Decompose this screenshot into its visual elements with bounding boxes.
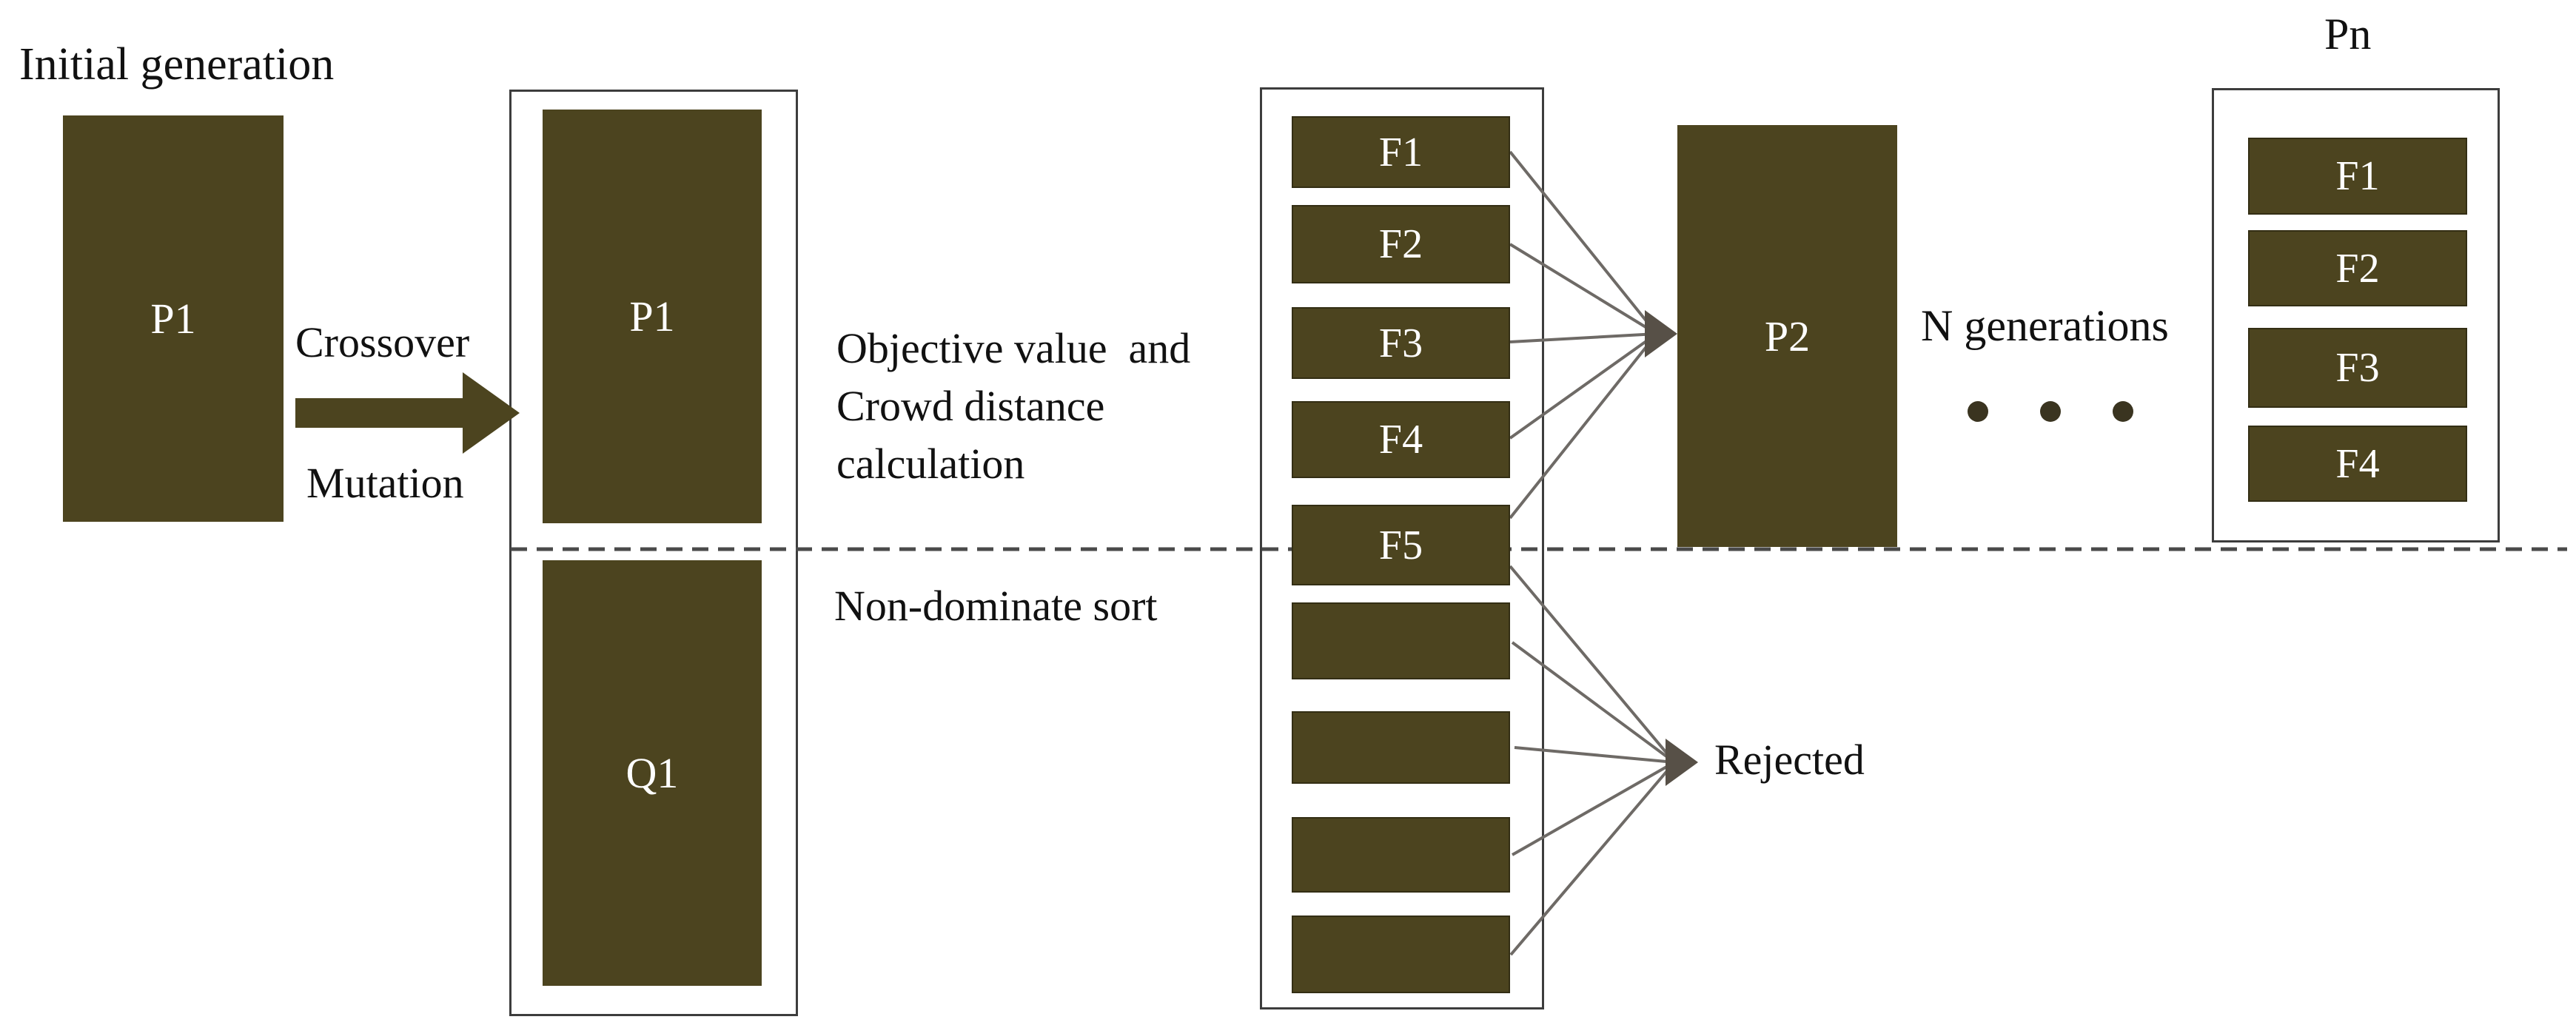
selection-fan-line-f5 [1509, 332, 1658, 520]
rejection-fan-line-1 [1509, 565, 1676, 764]
pn-front-box-label: F3 [2335, 345, 2380, 391]
rejected-arrowhead [1666, 739, 1698, 786]
ellipsis-dot [1968, 401, 1988, 422]
n-generations-label: N generations [1921, 301, 2169, 350]
pn-front-box-label: F4 [2335, 440, 2380, 487]
crossover-mutation-arrow [295, 372, 520, 454]
pn-front-box-f1: F1 [2248, 138, 2467, 215]
rejection-fan-line-4 [1512, 761, 1675, 856]
rejection-fan-line-5 [1509, 761, 1676, 956]
sort-annotation: Non-dominate sort [834, 582, 1158, 630]
selection-fan-line-f1 [1509, 150, 1658, 335]
parent-population-box: P1 [543, 110, 762, 523]
front-box-f2: F2 [1292, 205, 1510, 283]
front-box-f5: F5 [1292, 505, 1510, 585]
pn-front-box-f4: F4 [2248, 426, 2467, 502]
pn-front-box-f2: F2 [2248, 230, 2467, 306]
initial-generation-caption: Initial generation [19, 39, 335, 90]
pn-caption: Pn [2324, 10, 2372, 58]
next-population-box-label: P2 [1764, 312, 1811, 360]
crossover-label: Crossover [295, 318, 470, 366]
initial-population-box: P1 [63, 115, 284, 522]
parent-population-box-label: P1 [629, 292, 675, 340]
front-box-label: F1 [1378, 129, 1423, 175]
offspring-population-box: Q1 [543, 560, 762, 986]
selection-fan-line-f4 [1509, 332, 1658, 440]
selection-fan-line-f3 [1509, 332, 1657, 343]
pn-front-box-f3: F3 [2248, 328, 2467, 408]
selection-fan [1509, 150, 1658, 520]
next-population-box: P2 [1677, 125, 1897, 547]
front-box-label: F3 [1378, 320, 1423, 366]
pn-front-box-label: F2 [2335, 245, 2380, 292]
selection-fan-line-f2 [1509, 243, 1658, 335]
pn-front-box-label: F1 [2335, 153, 2380, 199]
rejection-fan-line-2 [1511, 641, 1676, 764]
mutation-label: Mutation [306, 459, 464, 507]
front-box-label: F2 [1378, 221, 1423, 267]
front-box-f3: F3 [1292, 307, 1510, 379]
front-box-unlabeled-3 [1292, 817, 1510, 893]
p2-arrowhead [1645, 310, 1677, 357]
ellipsis-dot [2113, 401, 2133, 422]
initial-population-box-label: P1 [150, 295, 196, 343]
offspring-population-box-label: Q1 [625, 749, 679, 797]
front-box-f4: F4 [1292, 401, 1510, 478]
ellipsis-dots [1968, 401, 2133, 422]
front-box-label: F5 [1378, 522, 1423, 568]
front-box-unlabeled-1 [1292, 602, 1510, 679]
ellipsis-dot [2040, 401, 2061, 422]
front-box-f1: F1 [1292, 116, 1510, 188]
rejection-fan-line-3 [1514, 746, 1675, 764]
front-box-label: F4 [1378, 417, 1423, 463]
rejected-label: Rejected [1714, 736, 1865, 784]
front-box-unlabeled-2 [1292, 711, 1510, 784]
rejection-fan [1509, 565, 1676, 956]
objective-annotation: Objective value and Crowd distance calcu… [836, 324, 1191, 488]
front-box-unlabeled-4 [1292, 916, 1510, 993]
